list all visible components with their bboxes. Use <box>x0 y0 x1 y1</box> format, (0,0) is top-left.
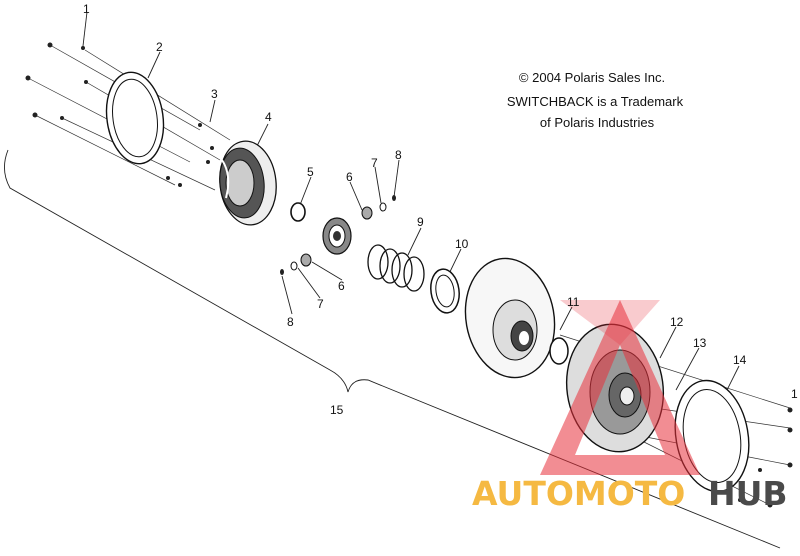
gasket-ring <box>105 71 165 165</box>
copyright-line-2: SWITCHBACK is a Trademark <box>507 94 684 109</box>
screw-set-left <box>25 42 214 187</box>
watermark-logo: AUTOMOTO HUB <box>472 300 788 513</box>
callout-3: 3 <box>211 87 218 101</box>
callout-2: 2 <box>156 40 163 54</box>
end-gasket <box>674 379 750 493</box>
callout-15: 15 <box>330 403 344 417</box>
bushing <box>290 202 306 222</box>
callout-8-top: 8 <box>395 148 402 162</box>
assembly-bracket <box>4 149 781 549</box>
watermark-triangle <box>540 300 700 475</box>
spring <box>367 244 425 292</box>
small-hardware-bottom <box>280 253 312 275</box>
copyright-notice: © 2004 Polaris Sales Inc. SWITCHBACK is … <box>507 70 684 130</box>
callout-11: 11 <box>567 295 580 309</box>
watermark-text-part2: HUB <box>708 474 788 513</box>
copyright-line-1: © 2004 Polaris Sales Inc. <box>519 70 665 85</box>
callout-9: 9 <box>417 215 424 229</box>
callout-14: 14 <box>733 353 747 367</box>
callout-1: 1 <box>83 2 90 16</box>
watermark-text-part1: AUTOMOTO <box>472 474 685 513</box>
callout-8-bottom: 8 <box>287 315 294 329</box>
callout-10: 10 <box>455 237 469 251</box>
movable-sheave <box>464 257 556 379</box>
callout-1-right: 1 <box>791 387 798 401</box>
small-washer <box>549 337 569 365</box>
callout-5: 5 <box>307 165 314 179</box>
callout-7-bottom: 7 <box>317 297 324 311</box>
cover-housing <box>219 140 277 226</box>
callout-7-top: 7 <box>371 156 378 170</box>
callout-13: 13 <box>693 336 707 350</box>
copyright-line-3: of Polaris Industries <box>540 115 655 130</box>
callout-labels: 1 2 3 4 5 6 7 8 9 10 11 12 13 14 15 6 7 … <box>83 2 798 417</box>
bearing <box>322 217 352 255</box>
screw-set-right <box>738 407 793 508</box>
callout-6-bottom: 6 <box>338 279 345 293</box>
washer-ring <box>430 268 460 314</box>
callout-4: 4 <box>265 110 272 124</box>
callout-12: 12 <box>670 315 684 329</box>
callout-6-top: 6 <box>346 170 353 184</box>
leader-lines <box>82 11 740 401</box>
small-hardware-top <box>361 195 396 220</box>
